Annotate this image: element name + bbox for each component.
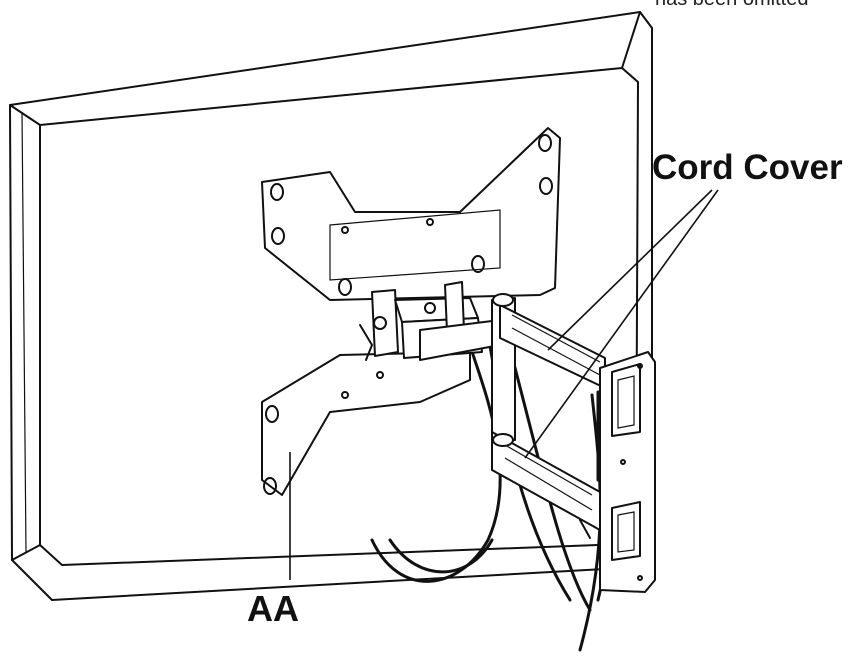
tv-panel xyxy=(9,11,653,601)
leader-lines xyxy=(289,189,719,580)
wall-plate xyxy=(596,351,656,593)
upper-plate xyxy=(261,127,561,301)
omitted-note: has been omitted xyxy=(655,0,808,11)
part-aa-label: AA xyxy=(247,588,299,629)
cord-cover-label: Cord Cover xyxy=(652,148,843,187)
